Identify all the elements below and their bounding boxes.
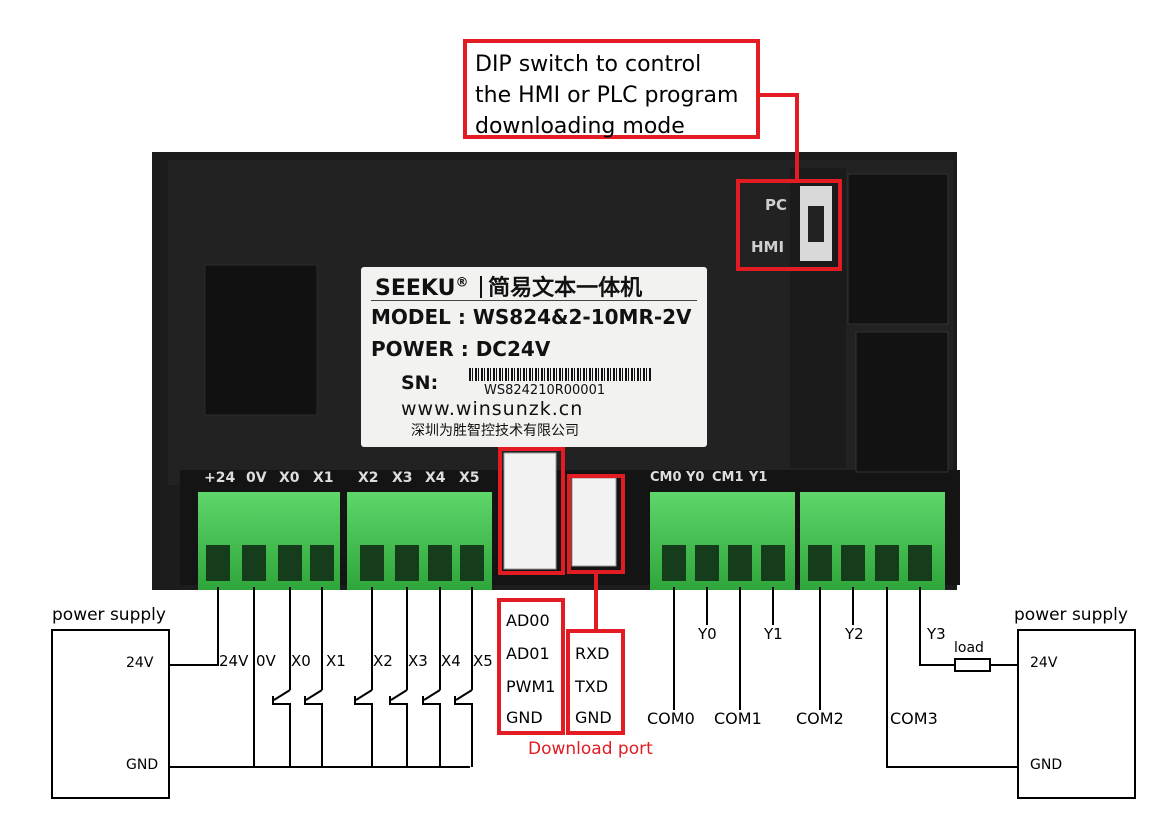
terminal-screw — [662, 545, 686, 581]
port-pin-label: PWM1 — [506, 677, 556, 696]
right-supply-title: power supply — [1014, 605, 1128, 625]
callout-line: the HMI or PLC program — [475, 83, 739, 108]
port-pin-label: RXD — [575, 644, 610, 663]
terminal-label: +24 — [204, 470, 236, 486]
callout-leader-line — [760, 93, 799, 181]
wires — [169, 587, 1018, 768]
terminal-screw — [278, 545, 302, 581]
dip-hmi-label: HMI — [751, 238, 785, 256]
port-pins-a-box — [497, 598, 565, 735]
wire-label: X4 — [441, 652, 461, 670]
wire-label: 24V — [219, 652, 249, 670]
port-pin-label: AD00 — [506, 611, 550, 630]
output-com-label: COM0 — [647, 709, 695, 728]
terminal-screw — [875, 545, 899, 581]
output-y-label: Y3 — [927, 625, 946, 643]
terminal-screw — [460, 545, 484, 581]
download-port-caption: Download port — [528, 739, 653, 759]
left-supply-24v: 24V — [126, 655, 154, 671]
port-pin-label: GND — [575, 708, 612, 727]
output-com-label: COM2 — [796, 709, 844, 728]
download-connector — [503, 452, 617, 570]
sn-label: SN: — [401, 372, 439, 394]
wire-label: X5 — [473, 652, 493, 670]
wire-label: 0V — [256, 652, 276, 670]
port-pin-label: AD01 — [506, 644, 550, 663]
terminal-label: X3 — [392, 470, 413, 486]
wire-label: X1 — [326, 652, 346, 670]
dip-pc-label: PC — [765, 196, 788, 214]
terminal-label: 0V — [246, 470, 267, 486]
terminal-screw — [242, 545, 266, 581]
right-supply-24v: 24V — [1030, 655, 1058, 671]
left-supply-gnd: GND — [126, 757, 159, 773]
website: www.winsunzk.cn — [401, 398, 584, 420]
wire-label: X2 — [373, 652, 393, 670]
terminal-label: X4 — [425, 470, 446, 486]
barcode — [469, 368, 651, 381]
terminal-label: Y0 — [686, 470, 705, 485]
terminal-screw — [761, 545, 785, 581]
left-power-supply — [51, 629, 170, 799]
port-pin-label: TXD — [575, 677, 609, 696]
terminal-label: X1 — [313, 470, 334, 486]
terminal-screw — [206, 545, 230, 581]
terminal-label: CM1 — [712, 470, 744, 485]
company-name-cn: 深圳为胜智控技术有限公司 — [411, 423, 579, 439]
output-y-label: Y2 — [845, 625, 864, 643]
load-label: load — [954, 640, 984, 656]
terminal-screw — [695, 545, 719, 581]
callout-line: downloading mode — [475, 114, 685, 139]
wire-label: X3 — [408, 652, 428, 670]
terminal-screw — [728, 545, 752, 581]
terminal-screw — [360, 545, 384, 581]
power-line: POWER : DC24V — [371, 337, 551, 361]
registered-mark: ® — [455, 275, 469, 291]
left-supply-title: power supply — [52, 605, 166, 625]
terminal-label: CM0 — [650, 470, 682, 485]
terminal-label: X0 — [279, 470, 300, 486]
terminal-screw — [908, 545, 932, 581]
download-port-highlight-a — [498, 447, 565, 575]
right-supply-gnd: GND — [1030, 757, 1063, 773]
output-y-label: Y1 — [764, 625, 783, 643]
dip-switch-highlight — [736, 179, 842, 271]
terminal-screw — [808, 545, 832, 581]
terminal-screw — [310, 545, 334, 581]
output-com-label: COM1 — [714, 709, 762, 728]
callout-line: DIP switch to control — [475, 52, 702, 77]
port-pin-label: GND — [506, 708, 543, 727]
nameplate: SEEKU® 简易文本一体机 MODEL : WS824&2-10MR-2V P… — [361, 267, 707, 447]
terminal-screw — [428, 545, 452, 581]
terminal-screw — [395, 545, 419, 581]
output-com-label: COM3 — [890, 709, 938, 728]
right-power-supply — [1017, 629, 1136, 799]
terminal-label: X5 — [459, 470, 480, 486]
output-y-label: Y0 — [698, 625, 717, 643]
product-name-cn: 简易文本一体机 — [488, 276, 643, 301]
dip-switch-callout: DIP switch to control the HMI or PLC pro… — [463, 39, 760, 139]
terminal-label: X2 — [358, 470, 379, 486]
model-line: MODEL : WS824&2-10MR-2V — [371, 305, 692, 329]
brand-name: SEEKU — [375, 276, 456, 301]
wire-label: X0 — [291, 652, 311, 670]
terminal-label: Y1 — [749, 470, 768, 485]
terminal-screw — [841, 545, 865, 581]
serial-number: WS824210R00001 — [484, 383, 606, 398]
